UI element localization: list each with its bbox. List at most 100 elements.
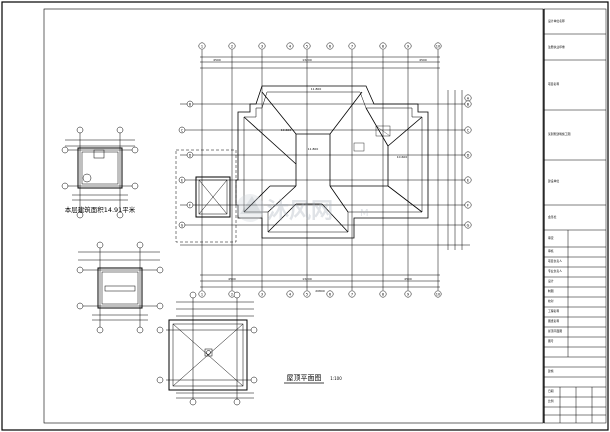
axis-upper-2 [116, 126, 124, 134]
axis-roof-4 [156, 376, 164, 384]
title-block-row-17: 图号 [548, 339, 554, 343]
axis-lower-5 [156, 266, 164, 274]
title-block-row-12: 制图 [548, 289, 554, 293]
axis-lower-2 [136, 241, 144, 249]
main-roof-plan [180, 50, 470, 290]
axis-roof-5 [250, 326, 258, 334]
axis-left-6: G [178, 221, 186, 229]
axis-top-7-label: 7 [351, 44, 353, 48]
title-block-row-1: 设计单位名称 [548, 19, 565, 23]
axis-top-10-label: 10 [436, 44, 440, 48]
axis-bottom-10-label: 10 [436, 292, 440, 296]
axis-lower-6 [156, 302, 164, 310]
axis-lower-1 [96, 241, 104, 249]
drawing-title: 屋顶平面图 [287, 374, 322, 382]
axis-left-4: E [178, 176, 186, 184]
axis-bottom-6: 6 [326, 290, 334, 298]
tower-area-note: 本层建筑面积14.91平米 [65, 205, 136, 214]
axis-top-2-label: 2 [231, 44, 233, 48]
axis-bottom-3-label: 3 [261, 292, 263, 296]
axis-right-7-label: G [467, 223, 470, 227]
axis-bottom-9-label: 9 [407, 292, 409, 296]
axis-left-3-label: D [189, 153, 192, 157]
axis-roof-6 [250, 376, 258, 384]
axis-top-4-label: 4 [289, 44, 292, 48]
axis-left-5: F [186, 201, 194, 209]
axis-top-8: 8 [379, 42, 387, 50]
axis-roof-7 [189, 398, 197, 406]
axis-markers-roof-plan [156, 291, 258, 406]
axis-markers-lower-plan [76, 241, 164, 334]
axis-bottom-1: 1 [198, 290, 206, 298]
axis-bottom-5-label: 5 [306, 292, 308, 296]
axis-right-3: C [464, 126, 472, 134]
title-block-row-3: 项目名称 [548, 82, 559, 86]
axis-right-4: D [464, 151, 472, 159]
axis-bottom-2-label: 2 [231, 292, 233, 296]
title-block-row-8: 审核 [548, 249, 554, 253]
top-dim-1: 4500 [213, 58, 221, 62]
axis-right-3-label: C [467, 128, 470, 132]
tower-plan-upper [65, 130, 135, 215]
title-block-row-16: 屋顶平面图 [548, 329, 562, 333]
axis-top-5-label: 5 [306, 44, 308, 48]
axis-bottom-2: 2 [228, 290, 236, 298]
ridge-label-3: 10.600 [397, 155, 408, 159]
title-block-row-5: 建设单位 [548, 179, 559, 183]
top-dim-3: 4500 [419, 58, 427, 62]
axis-bottom-5: 5 [303, 290, 311, 298]
inner-frame [43, 8, 544, 424]
axis-bottom-6-label: 6 [329, 292, 332, 296]
axis-upper-7 [76, 211, 84, 219]
axis-upper-3 [61, 146, 69, 154]
axis-upper-6 [131, 182, 139, 190]
axis-bottom-4: 4 [286, 290, 294, 298]
ridge-label-4: 10.600 [281, 128, 292, 132]
axis-top-5: 5 [303, 42, 311, 50]
axis-right-2: B [464, 100, 472, 108]
title-block-row-9: 项目负责人 [548, 259, 562, 263]
axis-markers-upper-plan [61, 126, 139, 219]
roof-outline [235, 85, 429, 239]
tower-roof-connection [175, 149, 237, 243]
watermark-latin: M [360, 208, 369, 219]
axis-upper-8 [116, 211, 124, 219]
axis-left-4-label: E [181, 178, 183, 182]
axis-lower-3 [76, 266, 84, 274]
bottom-dim-total: 20800 [315, 289, 325, 293]
axis-right-1: A [464, 94, 472, 102]
title-block-row-10: 专业负责人 [548, 269, 562, 273]
title-block-row-15: 图纸名称 [548, 319, 559, 323]
axis-top-3: 3 [258, 42, 266, 50]
title-block-row-18: 建施 [548, 369, 554, 373]
axis-left-3: D [186, 151, 194, 159]
axis-top-1-label: 1 [201, 44, 203, 48]
tower-plan-lower [78, 245, 160, 330]
title-block-row-2: 注册执业印章 [548, 45, 565, 49]
tower-roof-plan [166, 295, 254, 400]
axis-top-6-label: 6 [329, 44, 332, 48]
title-block-row-11: 设计 [548, 279, 554, 283]
axis-left-2: C [178, 126, 186, 134]
axis-markers-left: B C D E F G [178, 100, 194, 229]
axis-lower-4 [76, 302, 84, 310]
axis-upper-5 [131, 146, 139, 154]
axis-right-7: G [464, 221, 472, 229]
axis-lower-7 [96, 326, 104, 334]
axis-top-4: 4 [286, 42, 294, 50]
ridge-label-1: 11.800 [311, 87, 322, 91]
title-block-row-19: 日期 [548, 389, 554, 393]
axis-left-1: B [186, 100, 194, 108]
axis-right-1-label: A [467, 96, 470, 100]
axis-top-7: 7 [348, 42, 356, 50]
axis-top-6: 6 [326, 42, 334, 50]
watermark: 沐风网 M [236, 194, 369, 224]
title-block-row-7: 审定 [548, 236, 554, 240]
axis-left-1-label: B [189, 102, 192, 106]
watermark-text: 沐风网 [267, 199, 333, 224]
axis-right-6: F [464, 201, 472, 209]
